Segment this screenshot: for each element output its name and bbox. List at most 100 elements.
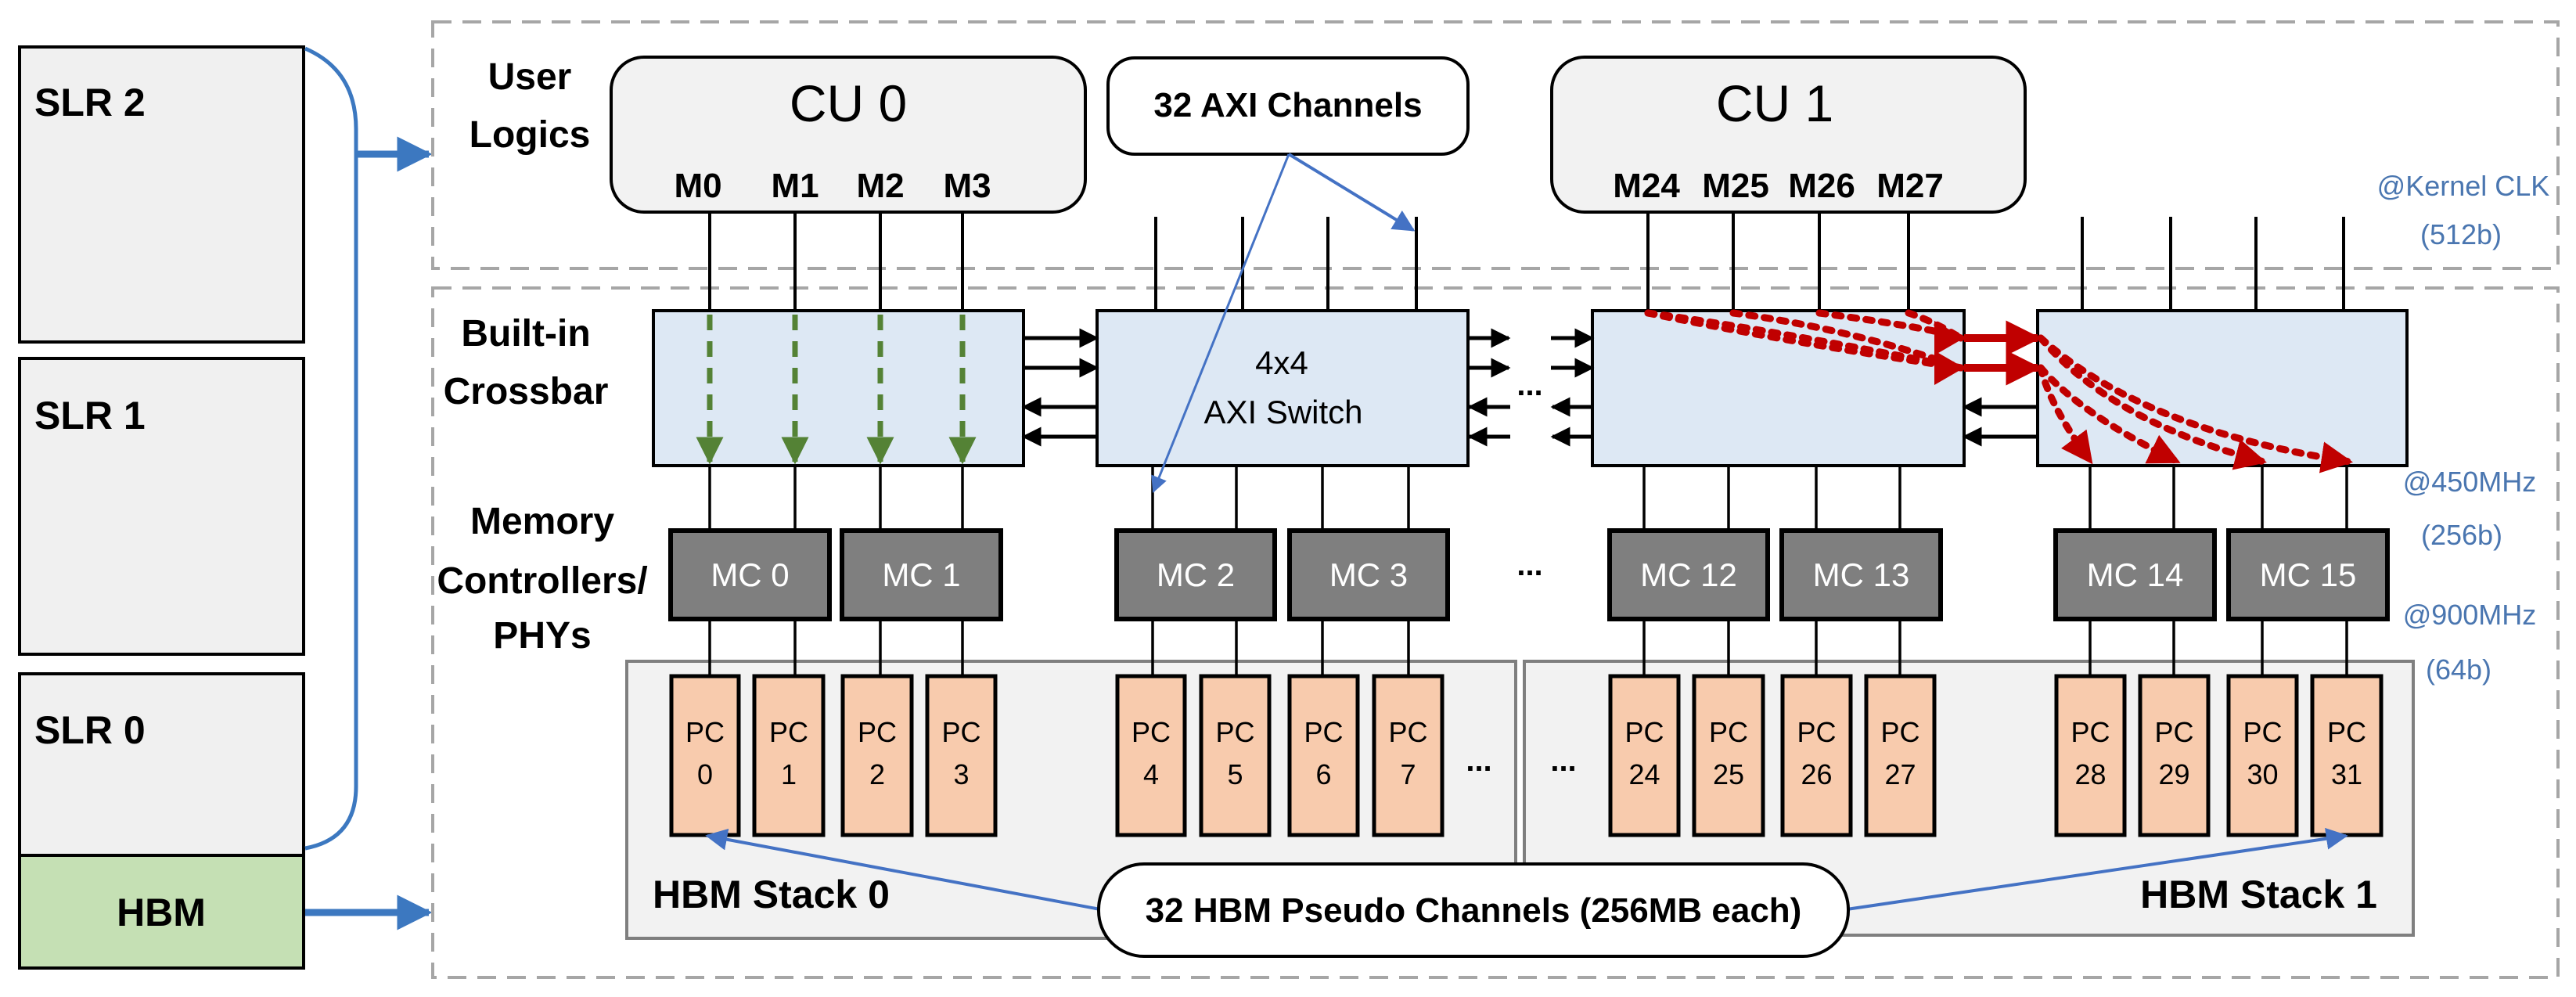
pseudo-channel-number: 25 (1713, 758, 1744, 790)
cu-1-port: M24 (1613, 167, 1680, 205)
remote-route-arrow (2037, 364, 2182, 466)
user-logic-region (431, 20, 2560, 270)
pseudo-channel-prefix: PC (1215, 716, 1254, 748)
memory-controller-label: MC 15 (2260, 556, 2357, 593)
memory-controller: MC 3 (1287, 528, 1450, 621)
pseudo-channel: PC 2 (840, 674, 914, 837)
memory-controller-label: MC 14 (2087, 556, 2184, 593)
pseudo-channel: PC0 (669, 674, 741, 837)
ellipsis-pc-stack1: ... (1550, 743, 1576, 778)
inter-switch-links (1021, 320, 2042, 447)
routing-arrows (696, 309, 2354, 473)
hbm-stack-0-label: HBM Stack 0 (653, 873, 890, 916)
slr-1-block: SLR 1 (18, 357, 305, 656)
axi-channels-label: 32 AXI Channels (1153, 86, 1422, 124)
memory-controller-label: MC 1 (882, 556, 960, 593)
pseudo-channels-label: 32 HBM Pseudo Channels (256MB each) (1146, 891, 1802, 930)
pseudo-channel-prefix: PC (858, 716, 897, 748)
ellipsis-pc-stack0: ... (1466, 743, 1491, 778)
cu-1-port: M27 (1876, 167, 1944, 205)
memory-controller: MC 1 (840, 528, 1003, 621)
slr-bracket (304, 46, 358, 851)
remote-route-arrow (1729, 309, 1965, 372)
pseudo-channel-prefix: PC (2243, 716, 2282, 748)
memory-controller-label: MC 12 (1640, 556, 1737, 593)
memory-controller-label: MC 13 (1813, 556, 1910, 593)
crossbar-clock-label: @450MHz (2403, 466, 2537, 498)
memory-controller: MC 15 (2226, 528, 2390, 621)
pseudo-channel: PC 24 (1608, 674, 1681, 837)
pseudo-channel: PC 28 (2054, 674, 2127, 837)
pseudo-channel-number: 28 (2074, 758, 2106, 790)
section-label-built-in: Built-in (461, 313, 590, 355)
remote-route-arrow (1815, 309, 1965, 342)
pseudo-channel-prefix: PC (685, 716, 725, 748)
kernel-clock-label: @Kernel CLK (2377, 170, 2550, 202)
pseudo-channel-number: 3 (953, 758, 969, 790)
axi-callout-arrows (1151, 153, 1416, 493)
pseudo-channel-number: 7 (1400, 758, 1416, 790)
pseudo-channel-number: 2 (869, 758, 885, 790)
pseudo-channel-prefix: PC (1880, 716, 1919, 748)
phy-clock-label: @900MHz (2403, 599, 2537, 631)
ellipsis-mc: ... (1516, 548, 1542, 582)
pseudo-channel-number: 4 (1143, 758, 1159, 790)
axi-channels-callout: 32 AXI Channels (1106, 56, 1470, 156)
remote-route-arrow (1644, 309, 1965, 372)
slr-1-label: SLR 1 (34, 394, 146, 437)
compute-unit-0[interactable]: CU 0 M0 M1 M2 M3 (610, 56, 1087, 214)
section-label-controllers: Controllers/ (437, 560, 647, 602)
memory-controller: MC 13 (1779, 528, 1943, 621)
section-label-memory: Memory (470, 501, 614, 542)
pseudo-channel-number: 26 (1801, 758, 1832, 790)
memory-controller: MC 0 (668, 528, 832, 621)
clock-domain-labels: @Kernel CLK (512b) @450MHz (256b) @900MH… (2377, 170, 2550, 686)
pseudo-channel-prefix: PC (1624, 716, 1664, 748)
pseudo-channel-prefix: PC (2154, 716, 2193, 748)
slr-0-label: SLR 0 (34, 708, 146, 752)
pseudo-channel-number: 24 (1628, 758, 1660, 790)
cu-0-label: CU 0 (790, 74, 907, 132)
slr-column: SLR 2 SLR 1 SLR 0 HBM (18, 45, 433, 970)
hbm-label: HBM (117, 891, 206, 934)
remote-route-arrowhead (1934, 321, 1964, 355)
memory-controllers: MC 0 MC 1 MC 2 MC 3 MC 12 MC 13 MC 14 MC 15 (668, 528, 2390, 621)
kernel-width-label: (512b) (2420, 218, 2502, 250)
wires (708, 212, 2348, 678)
compute-unit-1[interactable]: CU 1 M24 M25 M26 M27 (1550, 56, 2027, 214)
pseudo-channel-prefix: PC (769, 716, 808, 748)
section-label-crossbar: Crossbar (444, 371, 609, 412)
slr-0-block: SLR 0 (18, 672, 305, 857)
slr-2-label: SLR 2 (34, 81, 146, 124)
pseudo-channel-prefix: PC (2071, 716, 2110, 748)
pseudo-channel: PC 31 (2310, 674, 2384, 837)
pseudo-channel-prefix: PC (941, 716, 980, 748)
memory-controller-label: MC 3 (1329, 556, 1408, 593)
memory-controller-label: MC 2 (1157, 556, 1235, 593)
memory-controller-label: MC 0 (711, 556, 789, 593)
pseudo-channel-prefix: PC (1388, 716, 1427, 748)
pseudo-channel-prefix: PC (1304, 716, 1343, 748)
callout-arrow-axi-top (1287, 153, 1416, 232)
pseudo-channel-prefix: PC (2327, 716, 2366, 748)
remote-route-arrow (2037, 334, 2268, 470)
memory-controller: MC 12 (1607, 528, 1770, 621)
pseudo-channel: PC 3 (925, 674, 998, 837)
pseudo-channel-number: 31 (2331, 758, 2362, 790)
remote-route-arrow (2037, 364, 2095, 466)
hbm-subsystem-region (431, 286, 2560, 979)
callout-arrow-pc31 (1846, 827, 2348, 911)
cu-1-port: M26 (1788, 167, 1855, 205)
pseudo-channel: PC 26 (1780, 674, 1853, 837)
axi-switch-1 (1096, 309, 1470, 467)
axi-switch-3 (2036, 309, 2409, 467)
ellipsis-switch: ... (1516, 368, 1542, 402)
pseudo-channel: PC4 (1115, 674, 1187, 837)
pseudo-channel-prefix: PC (1797, 716, 1836, 748)
hbm-block: HBM (18, 854, 305, 970)
